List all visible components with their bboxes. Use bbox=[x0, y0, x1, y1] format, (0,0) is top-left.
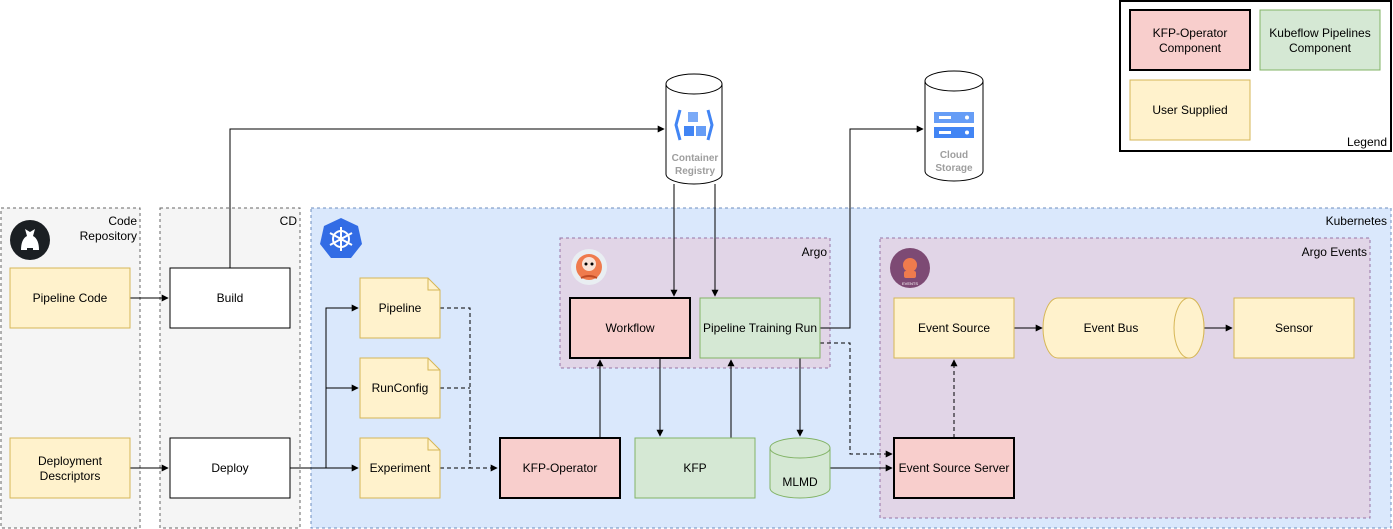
arrow-pipeline-to-kfp-operator bbox=[440, 307, 498, 472]
event-source-label: Event Source bbox=[918, 321, 990, 335]
deploy-label: Deploy bbox=[211, 461, 248, 475]
sensor-label: Sensor bbox=[1275, 321, 1313, 335]
argo-events-icon: EVENTS bbox=[890, 248, 930, 288]
argo-icon bbox=[571, 249, 607, 285]
kfp-operator-label: KFP-Operator bbox=[523, 461, 598, 475]
cloud-storage-label-line2: Storage bbox=[935, 163, 973, 174]
connectors bbox=[130, 125, 1233, 472]
pipeline-code-node[interactable]: Pipeline Code bbox=[9, 267, 131, 329]
deployment-descriptors-label-line1: Deployment bbox=[38, 454, 103, 468]
container-registry-label-line1: Container bbox=[672, 153, 719, 164]
legend-kfp-operator-swatch: KFP-Operator Component bbox=[1129, 9, 1251, 71]
legend: KFP-Operator Component Kubeflow Pipeline… bbox=[1119, 0, 1392, 152]
legend-kfp-operator-line2: Component bbox=[1159, 41, 1222, 55]
event-source-server-node[interactable]: Event Source Server bbox=[893, 437, 1015, 499]
legend-user-supplied-swatch: User Supplied bbox=[1129, 79, 1251, 141]
code-repository-label-line2: Repository bbox=[80, 229, 137, 243]
deploy-node[interactable]: Deploy bbox=[169, 437, 291, 499]
mlmd-label: MLMD bbox=[782, 475, 818, 489]
legend-kubeflow-line2: Component bbox=[1289, 41, 1352, 55]
event-source-node[interactable]: Event Source bbox=[893, 297, 1015, 359]
sensor-node[interactable]: Sensor bbox=[1233, 297, 1355, 359]
event-bus-label: Event Bus bbox=[1084, 321, 1139, 335]
kubernetes-label: Kubernetes bbox=[1326, 214, 1387, 228]
svg-text:EVENTS: EVENTS bbox=[902, 281, 918, 286]
github-icon bbox=[10, 220, 50, 260]
deployment-descriptors-label-line2: Descriptors bbox=[40, 469, 101, 483]
pipeline-label: Pipeline bbox=[379, 301, 422, 315]
arrow-pipeline-training-run-to-event-source-server bbox=[820, 342, 893, 458]
build-label: Build bbox=[217, 291, 244, 305]
argo-label: Argo bbox=[802, 245, 828, 259]
pipeline-note[interactable]: Pipeline bbox=[359, 277, 441, 339]
experiment-label: Experiment bbox=[370, 461, 431, 475]
arrow-build-to-container-registry bbox=[229, 125, 665, 268]
experiment-note[interactable]: Experiment bbox=[359, 437, 441, 499]
workflow-node[interactable]: Workflow bbox=[569, 297, 691, 359]
container-registry-icon bbox=[674, 109, 714, 141]
kubernetes-icon bbox=[320, 218, 362, 258]
cloud-storage-label-line1: Cloud bbox=[940, 150, 968, 161]
cloud-storage-icon bbox=[934, 112, 974, 138]
pipeline-code-label: Pipeline Code bbox=[33, 291, 108, 305]
event-source-server-label: Event Source Server bbox=[899, 461, 1010, 475]
code-repository-label-line1: Code bbox=[108, 214, 137, 228]
cd-label: CD bbox=[280, 214, 298, 228]
kfp-operator-node[interactable]: KFP-Operator bbox=[499, 437, 621, 499]
kfp-label: KFP bbox=[683, 461, 706, 475]
legend-kubeflow-line1: Kubeflow Pipelines bbox=[1269, 26, 1370, 40]
pipeline-training-run-label: Pipeline Training Run bbox=[703, 321, 817, 335]
pipeline-training-run-node[interactable]: Pipeline Training Run bbox=[699, 297, 821, 359]
build-node[interactable]: Build bbox=[169, 267, 291, 329]
legend-title: Legend bbox=[1347, 135, 1387, 149]
legend-kfp-operator-line1: KFP-Operator bbox=[1153, 26, 1228, 40]
legend-user-supplied-label: User Supplied bbox=[1152, 103, 1227, 117]
arrow-pipeline-training-run-to-cloud-storage bbox=[820, 125, 924, 329]
mlmd-node[interactable]: MLMD bbox=[769, 437, 831, 499]
container-registry-label-line2: Registry bbox=[675, 166, 715, 177]
deployment-descriptors-node[interactable]: Deployment Descriptors bbox=[9, 437, 131, 499]
runconfig-label: RunConfig bbox=[372, 381, 429, 395]
argo-events-label: Argo Events bbox=[1302, 245, 1367, 259]
kfp-node[interactable]: KFP bbox=[634, 437, 756, 499]
workflow-label: Workflow bbox=[605, 321, 654, 335]
legend-kubeflow-swatch: Kubeflow Pipelines Component bbox=[1259, 9, 1381, 71]
runconfig-note[interactable]: RunConfig bbox=[359, 357, 441, 419]
container-registry-cylinder[interactable]: Container Registry bbox=[665, 73, 723, 185]
event-bus-node[interactable]: Event Bus bbox=[1042, 297, 1205, 359]
cloud-storage-cylinder[interactable]: Cloud Storage bbox=[924, 70, 984, 182]
